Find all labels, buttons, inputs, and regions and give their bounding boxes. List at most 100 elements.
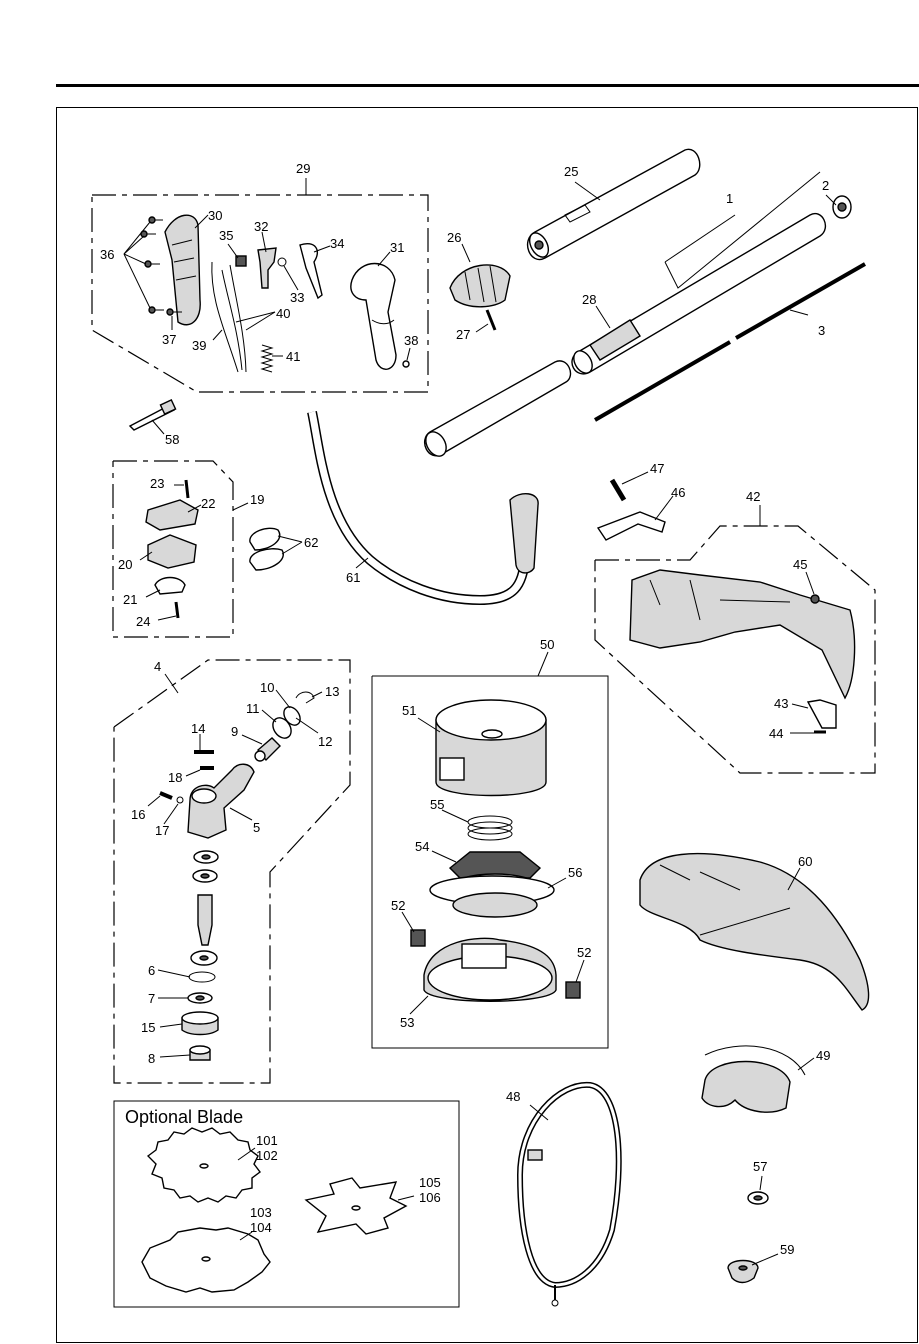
callout-23: 23 bbox=[150, 476, 164, 491]
callout-49: 49 bbox=[816, 1048, 830, 1063]
handle-half-right-part bbox=[351, 264, 396, 370]
guard-shield-part bbox=[640, 854, 869, 1010]
callout-59: 59 bbox=[780, 1242, 794, 1257]
standalone-guard-group bbox=[640, 854, 869, 1010]
callout-56: 56 bbox=[568, 865, 582, 880]
spindle-part bbox=[198, 895, 212, 945]
clamp-lower-part bbox=[148, 535, 196, 568]
guard-assembly-group bbox=[595, 505, 875, 773]
callout-52a: 52 bbox=[391, 898, 405, 913]
optional-blade-title: Optional Blade bbox=[125, 1107, 243, 1127]
callout-8: 8 bbox=[148, 1051, 155, 1066]
washer-part bbox=[189, 972, 215, 982]
callout-4: 4 bbox=[154, 659, 161, 674]
goggles-part bbox=[702, 1061, 790, 1112]
callout-27: 27 bbox=[456, 327, 470, 342]
callout-28: 28 bbox=[582, 292, 596, 307]
callout-45: 45 bbox=[793, 557, 807, 572]
callout-55: 55 bbox=[430, 797, 444, 812]
tube-clamp-part bbox=[450, 265, 510, 307]
callout-41: 41 bbox=[286, 349, 300, 364]
callout-1: 1 bbox=[726, 191, 733, 206]
callout-52b: 52 bbox=[577, 945, 591, 960]
callout-29: 29 bbox=[296, 161, 310, 176]
shoulder-strap-part bbox=[520, 1085, 619, 1285]
tube-clamp-group bbox=[450, 244, 510, 332]
shaft-sleeve-part bbox=[528, 149, 700, 259]
callout-40: 40 bbox=[276, 306, 290, 321]
callout-5: 5 bbox=[253, 820, 260, 835]
callout-47: 47 bbox=[650, 461, 664, 476]
callout-10: 10 bbox=[260, 680, 274, 695]
callout-104: 104 bbox=[250, 1220, 272, 1235]
callout-35: 35 bbox=[219, 228, 233, 243]
callout-11: 11 bbox=[246, 701, 260, 716]
clamp-saddle-part bbox=[155, 578, 185, 595]
callout-43: 43 bbox=[774, 696, 788, 711]
optional-blade-group bbox=[114, 1101, 459, 1307]
callout-33: 33 bbox=[290, 290, 304, 305]
callout-61: 61 bbox=[346, 570, 360, 585]
callout-18: 18 bbox=[168, 770, 182, 785]
callout-19: 19 bbox=[250, 492, 264, 507]
callout-9: 9 bbox=[231, 724, 238, 739]
line-cutter-part bbox=[808, 700, 836, 728]
callout-26: 26 bbox=[447, 230, 461, 245]
cap-nut-part bbox=[728, 1261, 758, 1283]
callout-21: 21 bbox=[123, 592, 137, 607]
eyelet-part bbox=[411, 930, 425, 946]
callout-54: 54 bbox=[415, 839, 429, 854]
callout-16: 16 bbox=[131, 807, 145, 822]
callout-2: 2 bbox=[822, 178, 829, 193]
circlip-part bbox=[296, 692, 314, 703]
grip-pad-part bbox=[250, 528, 280, 550]
callout-58: 58 bbox=[165, 432, 179, 447]
callout-53: 53 bbox=[400, 1015, 414, 1030]
callout-60: 60 bbox=[798, 854, 812, 869]
clamp-upper-part bbox=[146, 500, 198, 530]
callout-36: 36 bbox=[100, 247, 114, 262]
callout-42: 42 bbox=[746, 489, 760, 504]
callout-12: 12 bbox=[318, 734, 332, 749]
callout-6: 6 bbox=[148, 963, 155, 978]
callout-105: 105 bbox=[419, 1175, 441, 1190]
cable-tie-group bbox=[130, 400, 176, 434]
drive-tube-lower-part bbox=[425, 361, 571, 456]
callout-39: 39 bbox=[192, 338, 206, 353]
callout-48: 48 bbox=[506, 1089, 520, 1104]
callout-30: 30 bbox=[208, 208, 222, 223]
callout-3: 3 bbox=[818, 323, 825, 338]
callout-25: 25 bbox=[564, 164, 578, 179]
callout-32: 32 bbox=[254, 219, 268, 234]
handle-assembly-group bbox=[92, 178, 428, 392]
throttle-cable-part bbox=[212, 262, 238, 372]
callout-34: 34 bbox=[330, 236, 344, 251]
grip-pads-group bbox=[250, 528, 302, 570]
callout-13: 13 bbox=[325, 684, 339, 699]
callout-7: 7 bbox=[148, 991, 155, 1006]
washer-and-nut-group bbox=[728, 1176, 778, 1283]
guard-bracket-group bbox=[598, 472, 673, 540]
shoulder-strap-group bbox=[520, 1085, 619, 1306]
callout-20: 20 bbox=[118, 557, 132, 572]
callout-17: 17 bbox=[155, 823, 169, 838]
callout-57: 57 bbox=[753, 1159, 767, 1174]
nut-part bbox=[811, 595, 819, 603]
callout-106: 106 bbox=[419, 1190, 441, 1205]
safety-goggles-group bbox=[702, 1046, 814, 1112]
clamp-group bbox=[113, 461, 248, 637]
callout-101: 101 bbox=[256, 1133, 278, 1148]
guard-part bbox=[630, 570, 855, 698]
callout-31: 31 bbox=[390, 240, 404, 255]
callout-38: 38 bbox=[404, 333, 418, 348]
callout-22: 22 bbox=[201, 496, 215, 511]
callout-46: 46 bbox=[671, 485, 685, 500]
callout-44: 44 bbox=[769, 726, 783, 741]
spring-part bbox=[262, 345, 272, 372]
callout-15: 15 bbox=[141, 1020, 155, 1035]
callout-50: 50 bbox=[540, 637, 554, 652]
loop-handle-part bbox=[312, 412, 525, 600]
callout-14: 14 bbox=[191, 721, 205, 736]
callout-51: 51 bbox=[402, 703, 416, 718]
